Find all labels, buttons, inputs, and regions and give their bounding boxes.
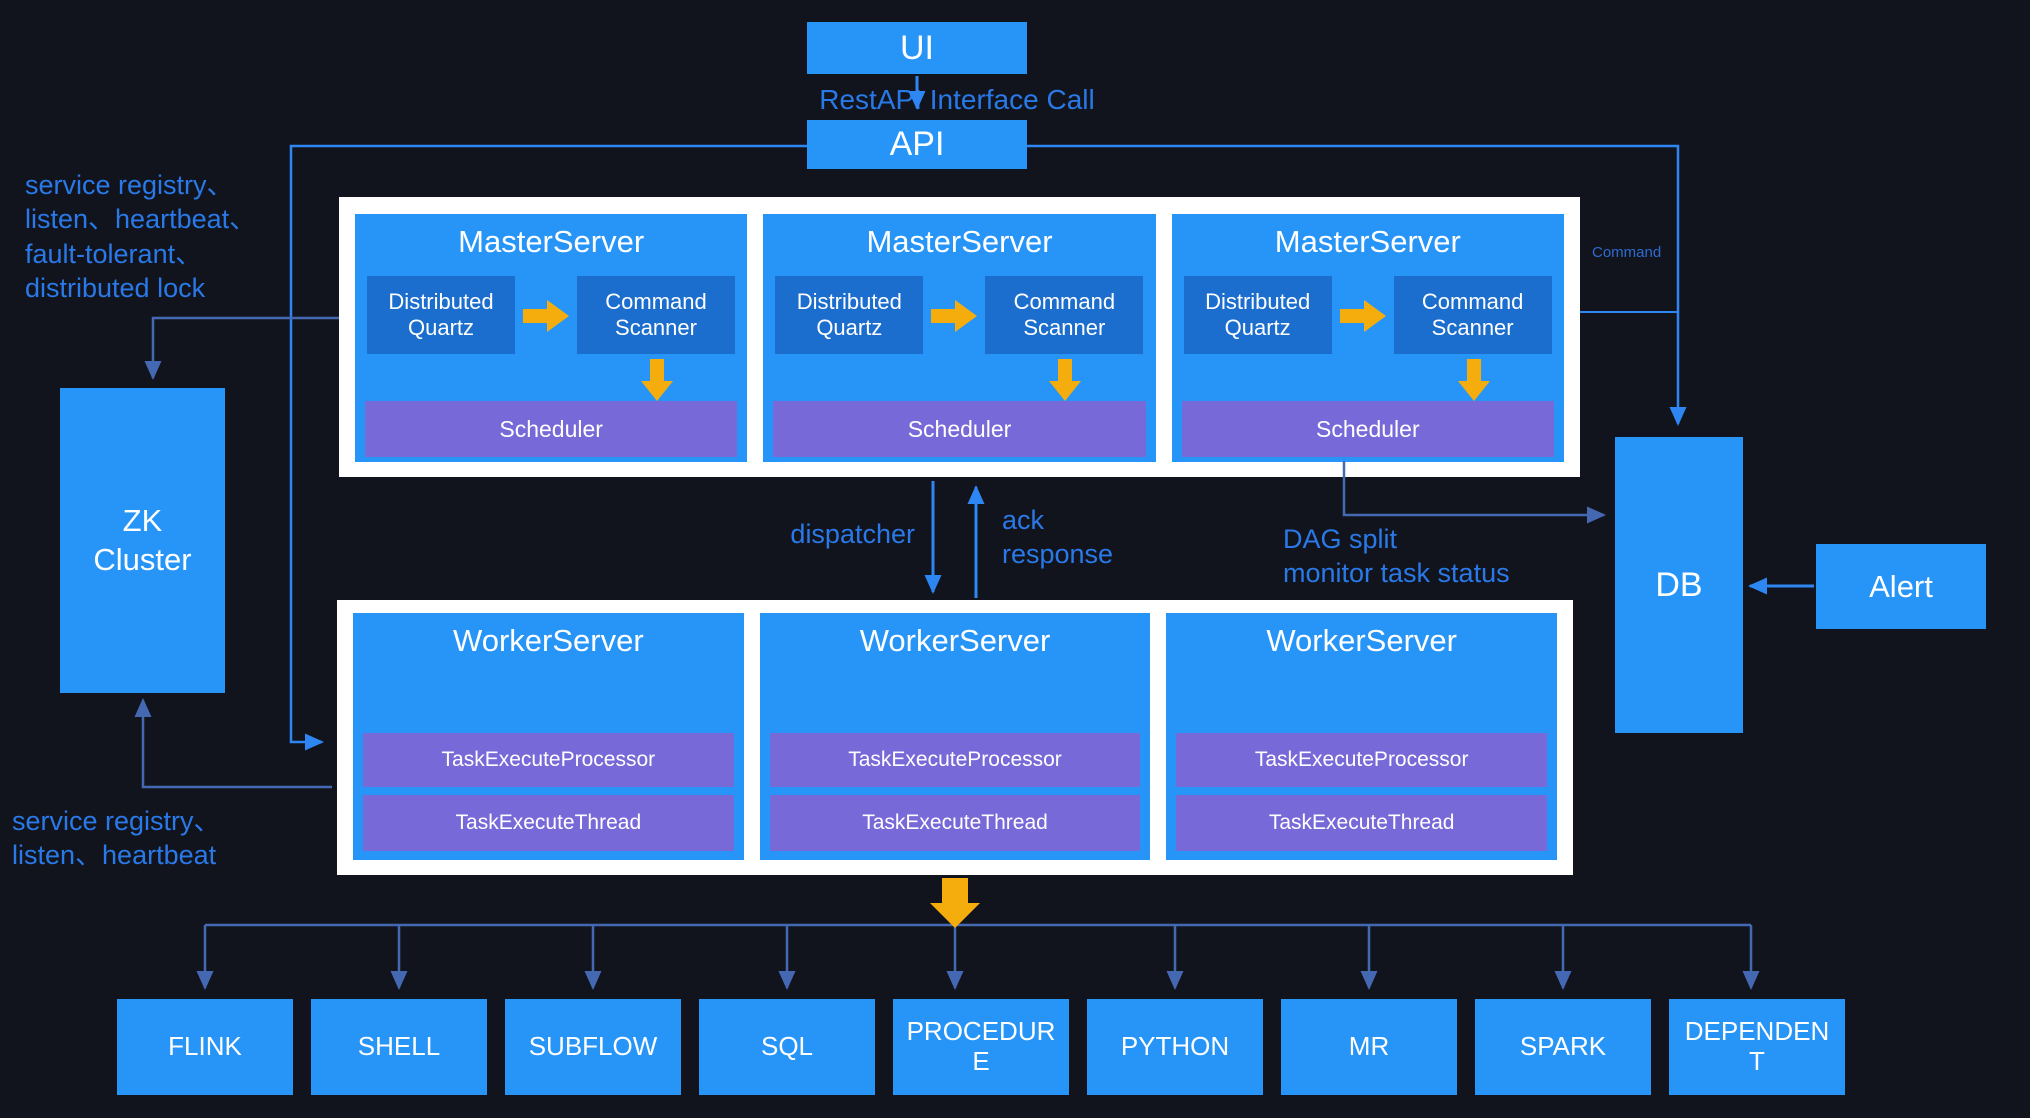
alert-node: Alert xyxy=(1816,544,1986,629)
worker-server-title: WorkerServer xyxy=(1266,623,1457,658)
worker-to-tasks-yellow-arrow xyxy=(930,878,980,928)
yellow-right-arrow-icon xyxy=(1339,300,1386,332)
scheduler-band: Scheduler xyxy=(1181,401,1554,457)
task-type-subflow: SUBFLOW xyxy=(505,999,681,1095)
api-node: API xyxy=(807,120,1027,169)
task-execute-processor-band: TaskExecuteProcessor xyxy=(363,733,734,787)
yellow-right-arrow-icon xyxy=(931,300,978,332)
task-type-dependent: DEPENDENT xyxy=(1669,999,1845,1095)
task-type-procedure: PROCEDURE xyxy=(893,999,1069,1095)
db-node: DB xyxy=(1615,437,1743,733)
command-scanner-box: Command Scanner xyxy=(985,276,1144,354)
task-type-sql: SQL xyxy=(699,999,875,1095)
distributed-quartz-box: Distributed Quartz xyxy=(775,276,924,354)
yellow-down-arrow-icon xyxy=(1049,359,1082,401)
command-scanner-box: Command Scanner xyxy=(577,276,735,354)
worker-server-title: WorkerServer xyxy=(453,623,644,658)
worker-server-card: WorkerServer TaskExecuteProcessor TaskEx… xyxy=(1166,613,1558,860)
command-label: Command xyxy=(1592,244,1662,261)
master-server-title: MasterServer xyxy=(1274,224,1461,259)
task-type-python: PYTHON xyxy=(1087,999,1263,1095)
distributed-quartz-box: Distributed Quartz xyxy=(1183,276,1332,354)
zk-worker-note: service registry、 listen、heartbeat xyxy=(12,806,221,871)
yellow-right-arrow-icon xyxy=(523,300,569,332)
master-to-zk-line xyxy=(144,316,339,380)
master-server-title: MasterServer xyxy=(458,224,645,259)
master-server-group: MasterServer Distributed Quartz Command … xyxy=(339,197,1580,477)
worker-server-card: WorkerServer TaskExecuteProcessor TaskEx… xyxy=(353,613,744,860)
master-server-card: MasterServer Distributed Quartz Command … xyxy=(355,214,748,462)
yellow-down-arrow-icon xyxy=(1457,359,1490,401)
task-execute-thread-band: TaskExecuteThread xyxy=(1176,795,1548,851)
zk-master-note: service registry、 listen、heartbeat、 faul… xyxy=(25,170,257,303)
command-scanner-box: Command Scanner xyxy=(1393,276,1552,354)
worker-server-title: WorkerServer xyxy=(859,623,1051,658)
task-execute-thread-band: TaskExecuteThread xyxy=(363,795,734,851)
task-execute-thread-band: TaskExecuteThread xyxy=(769,795,1141,851)
task-execute-processor-band: TaskExecuteProcessor xyxy=(1176,733,1548,787)
task-execute-processor-band: TaskExecuteProcessor xyxy=(769,733,1141,787)
task-type-row: FLINK SHELL SUBFLOW SQL PROCEDURE PYTHON… xyxy=(117,999,1845,1095)
master-server-card: MasterServer Distributed Quartz Command … xyxy=(763,214,1156,462)
master-server-card: MasterServer Distributed Quartz Command … xyxy=(1171,214,1564,462)
worker-to-zk-line xyxy=(134,698,332,789)
ui-node: UI xyxy=(807,22,1027,74)
worker-server-card: WorkerServer TaskExecuteProcessor TaskEx… xyxy=(759,613,1151,860)
task-type-shell: SHELL xyxy=(311,999,487,1095)
dag-split-label: DAG split monitor task status xyxy=(1283,524,1510,589)
task-type-flink: FLINK xyxy=(117,999,293,1095)
scheduler-band: Scheduler xyxy=(365,401,738,457)
zk-cluster-node: ZK Cluster xyxy=(60,388,225,693)
task-type-spark: SPARK xyxy=(1475,999,1651,1095)
restapi-call-label: RestAPI Interface Call xyxy=(819,84,1095,115)
dispatcher-label: dispatcher xyxy=(790,519,915,549)
task-type-mr: MR xyxy=(1281,999,1457,1095)
scheduler-band: Scheduler xyxy=(773,401,1146,457)
ack-response-label: ack response xyxy=(1002,505,1114,570)
distributed-quartz-box: Distributed Quartz xyxy=(367,276,515,354)
yellow-down-arrow-icon xyxy=(641,359,673,401)
worker-server-group: WorkerServer TaskExecuteProcessor TaskEx… xyxy=(337,600,1573,875)
master-server-title: MasterServer xyxy=(866,224,1053,259)
